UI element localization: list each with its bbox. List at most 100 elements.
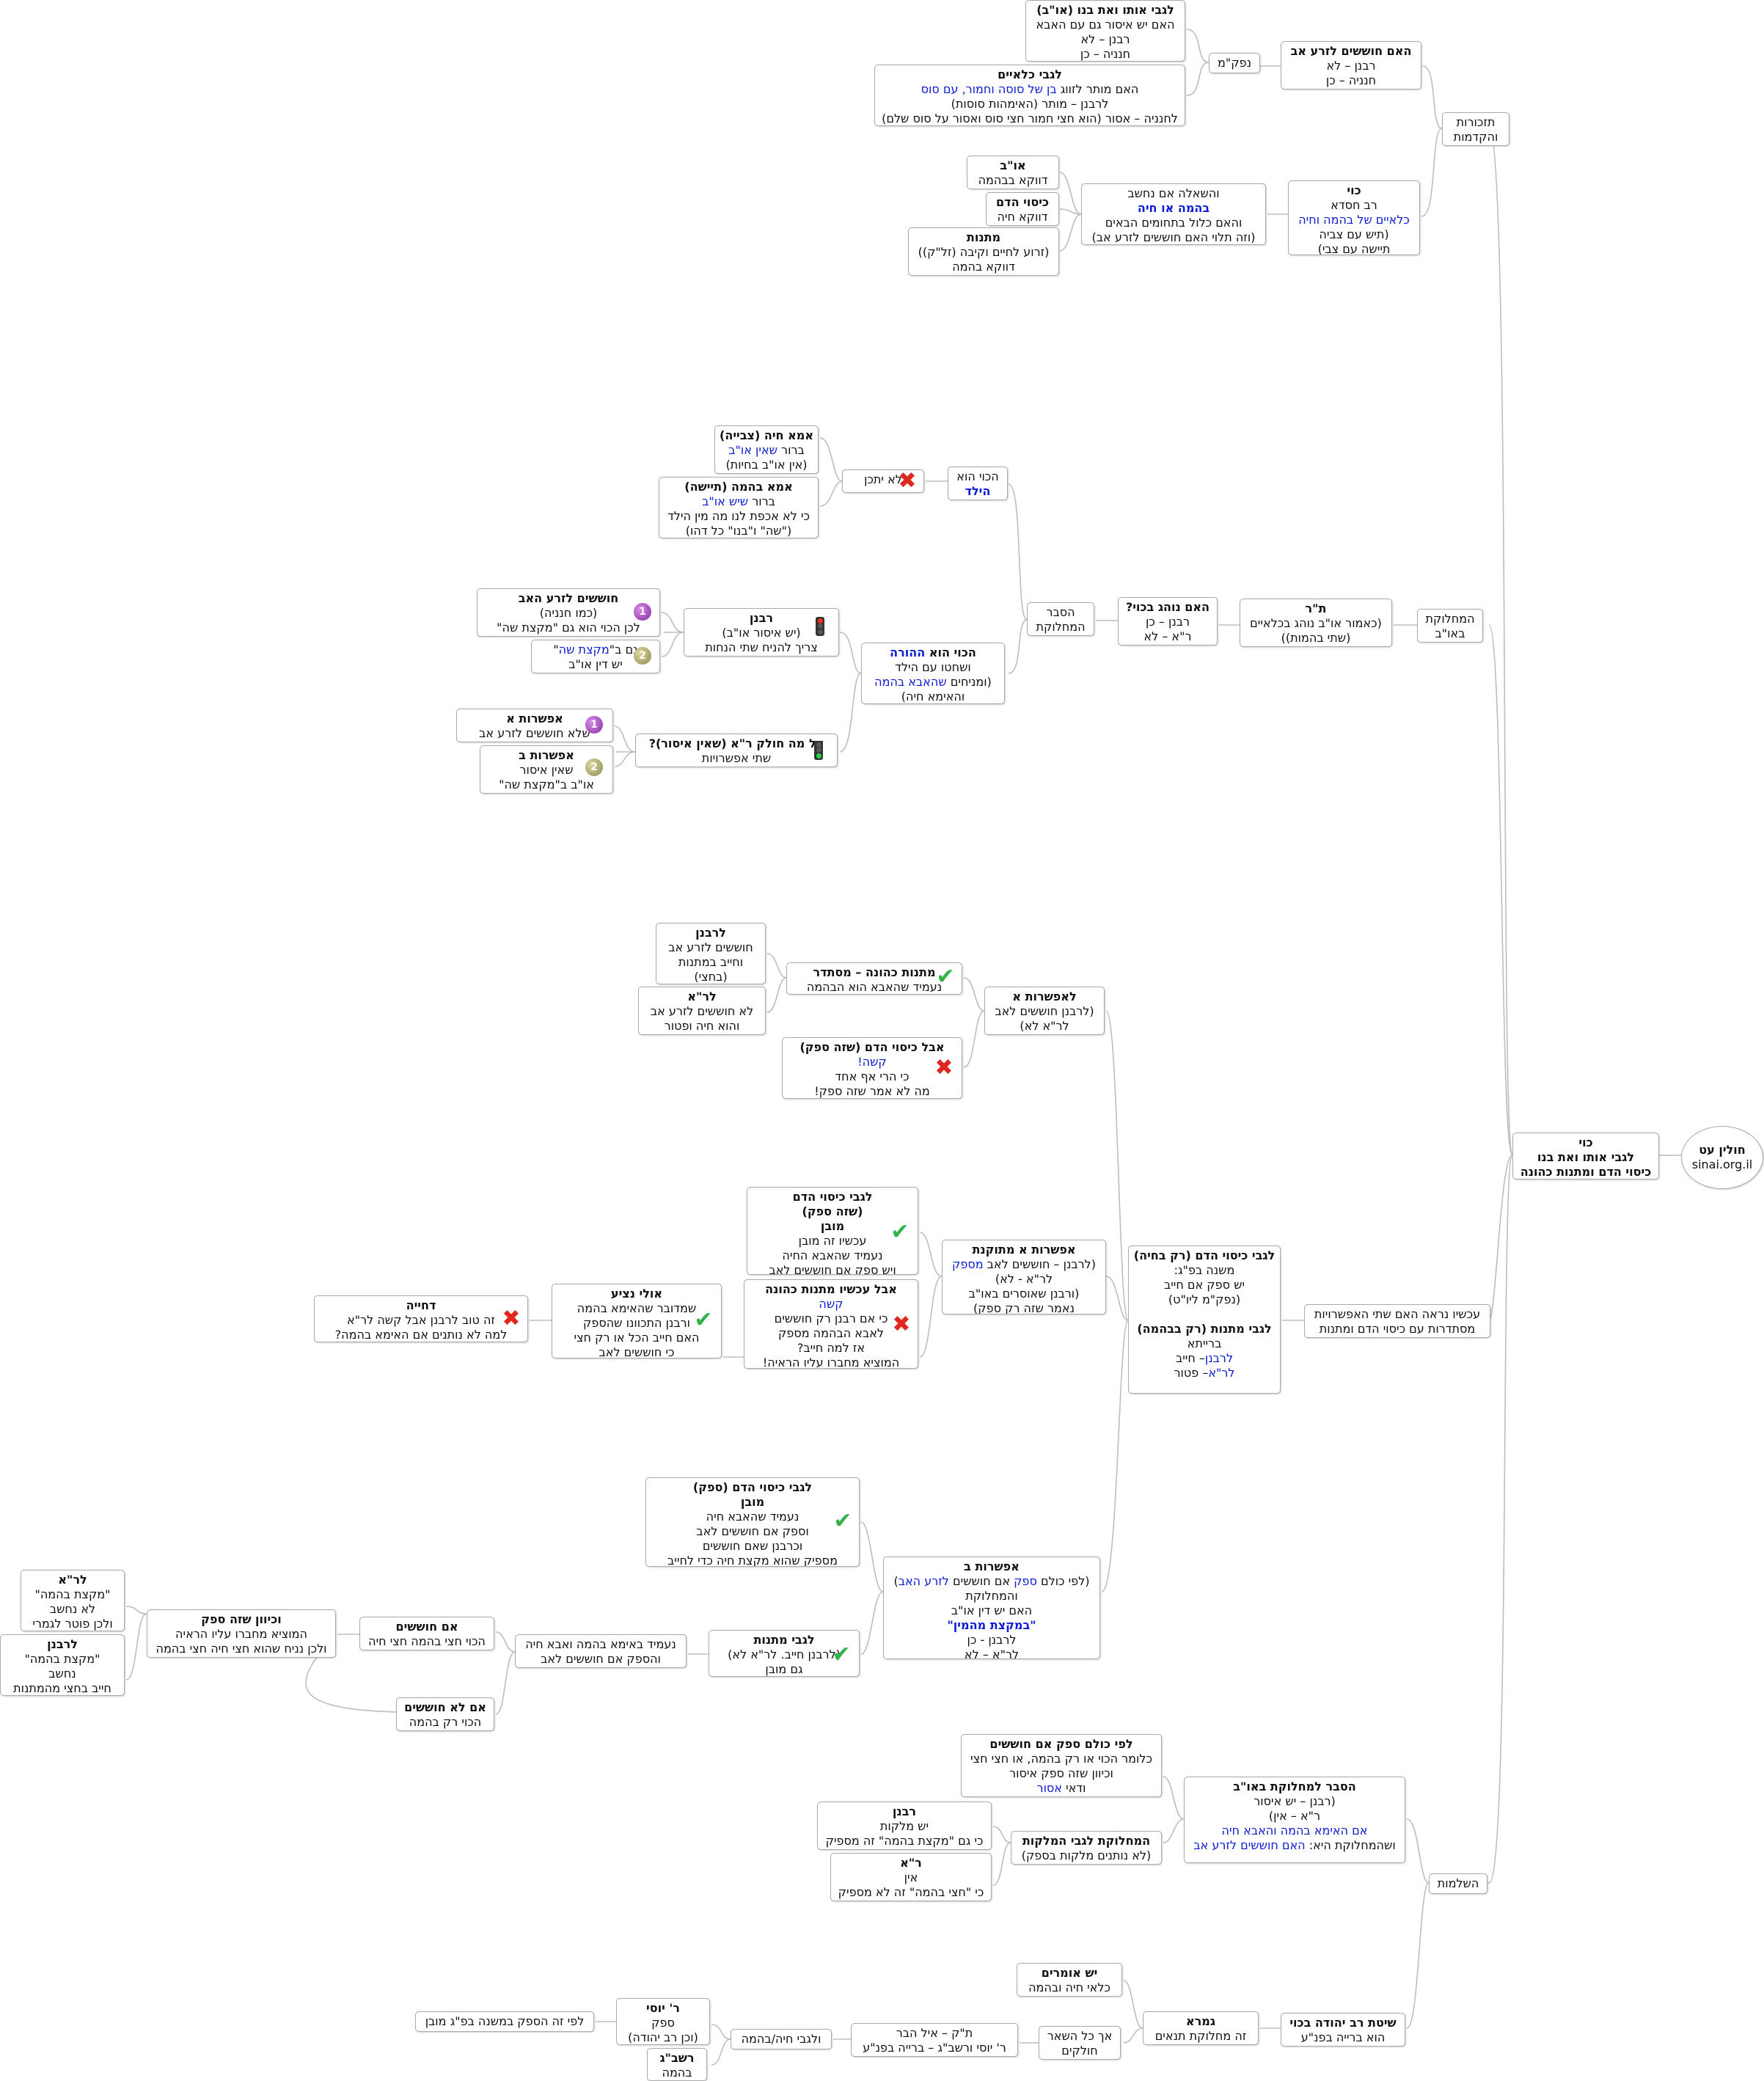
chaya-behema-node[interactable]: ולגבי חיה/בהמה — [731, 2029, 832, 2049]
impossible-node[interactable]: לא יתכן — [842, 469, 924, 493]
rabanan-node[interactable]: רבנן(יש איסור או"ב)צריך להניח שתי הנחות — [684, 608, 839, 657]
regarding-node[interactable]: לגבי כיסוי הדם (רק בחיה)משנה בפ"ג:יש ספק… — [1128, 1246, 1281, 1394]
node-line: לגבי כיסוי הדם (רק בחיה) — [1133, 1248, 1276, 1262]
node-line: (לא נותנים מלקות בספק) — [1021, 1848, 1152, 1862]
node-line: יש ספק אם חייב — [1163, 1278, 1245, 1292]
node-line: על מה חולק ר"א (שאין איסור)? — [648, 736, 824, 750]
node-line: (לרבנן – חוששים לאב מספק — [951, 1257, 1097, 1271]
node-line: וחייב במתנות — [678, 955, 744, 969]
mother-chaya-node[interactable]: אמא חיה (צבייה)ברור שאין או"ב(אין או"ב ב… — [714, 425, 819, 474]
node-line: וכיוון שזה ספק איסור — [1009, 1766, 1113, 1780]
node-line: וכיוון שזה ספק — [201, 1612, 282, 1626]
node-line: שיטת רב יהודה בכוי — [1289, 2016, 1397, 2030]
node-line: לרבנן– חייב — [1175, 1351, 1234, 1365]
fear-seed-node[interactable]: חוששים לזרע האב(כמו חנניה)לכן הכוי הוא ג… — [477, 588, 660, 637]
node-line: לר"א– פטור — [1174, 1366, 1235, 1380]
but-covering-node[interactable]: אבל כיסוי הדם (שזה ספק)קשה!כי הרי אף אחד… — [782, 1037, 962, 1099]
gifts-understood-node[interactable]: לגבי מתנות(לרבנן חייב. לר"א לא)גם מובן — [709, 1630, 860, 1677]
node-line: מספיק שהוא מקצת חיה כדי לחייב — [667, 1554, 838, 1567]
node-line: או"ב — [1000, 158, 1026, 172]
node-line: רבנן — [749, 611, 774, 625]
node-line: לרבנן — [695, 926, 726, 940]
option-b2-node[interactable]: אפשרות ב(לפי כולם ספק אם חוששים לזרע האב… — [883, 1557, 1100, 1659]
ra-disagrees-node[interactable]: על מה חולק ר"א (שאין איסור)?שתי אפשרויות — [635, 734, 838, 767]
node-line: אפשרות ב — [964, 1559, 1020, 1573]
node-line: אם האימא בהמה והאבא חיה — [1221, 1824, 1368, 1837]
node-line: לא נחשב — [49, 1602, 96, 1616]
node-line: שתי אפשרויות — [701, 751, 772, 765]
node-line: ולכן נניח שהוא חצי חיה חצי בהמה — [155, 1642, 327, 1656]
node-line: הכוי חצי בהמה חצי חיה — [368, 1634, 486, 1648]
node-line: (שזה ספק) — [802, 1204, 863, 1218]
node-line: למה לא נותנים אם האימא בהמה? — [334, 1328, 508, 1342]
node-line: לר"א – לא — [964, 1647, 1020, 1659]
supplements-node[interactable]: השלמות — [1429, 1873, 1487, 1894]
accordingly-node[interactable]: לפי זה הספק במשנה בפ"ג מובן — [415, 2011, 594, 2032]
check-icon: ✔ — [694, 1306, 713, 1333]
tanu-rabanan-node[interactable]: ת"ר(כאמור או"ב נוהג בכלאיים(שתי בהמות)) — [1240, 599, 1392, 647]
node-line: "במקצת מהמין" — [947, 1618, 1036, 1632]
node-line: מסתדרות עם כיסוי הדם ומתנות — [1319, 1322, 1476, 1336]
matanot-behema-node[interactable]: מתנות(זרוע לחיים וקיבה (זל"ק))דווקא בהמה — [908, 227, 1059, 276]
node-line: הכוי הוא ההורה — [890, 645, 976, 659]
nafkamina-node[interactable]: נפק"מ — [1209, 53, 1260, 73]
node-line: לר"א — [58, 1573, 87, 1587]
node-line: חנניה – כן — [1080, 47, 1131, 61]
x-icon: ✖ — [898, 467, 917, 494]
node-line: המחלוקת לגבי המלקות — [1022, 1834, 1151, 1848]
node-line: השלמות — [1437, 1876, 1479, 1890]
node-line: ת"ק – איל הבר — [896, 2026, 973, 2040]
node-line: כי גם "מקצת בהמה" זה מספיק — [825, 1834, 984, 1848]
node-line: לאבא הבהמה מספק — [778, 1326, 884, 1340]
node-line: והמחלוקת — [965, 1589, 1018, 1603]
node-line: לגבי כיסוי הדם — [792, 1190, 873, 1204]
lashes-dispute-node[interactable]: המחלוקת לגבי המלקות(לא נותנים מלקות בספק… — [1011, 1831, 1162, 1865]
node-line: אם חוששים — [395, 1620, 458, 1634]
node-line: ורבנן התכוונו שהספק — [582, 1316, 690, 1330]
auv-node[interactable]: לגבי אותו ואת בנו (או"ב)האם יש איסור גם … — [1025, 0, 1185, 62]
